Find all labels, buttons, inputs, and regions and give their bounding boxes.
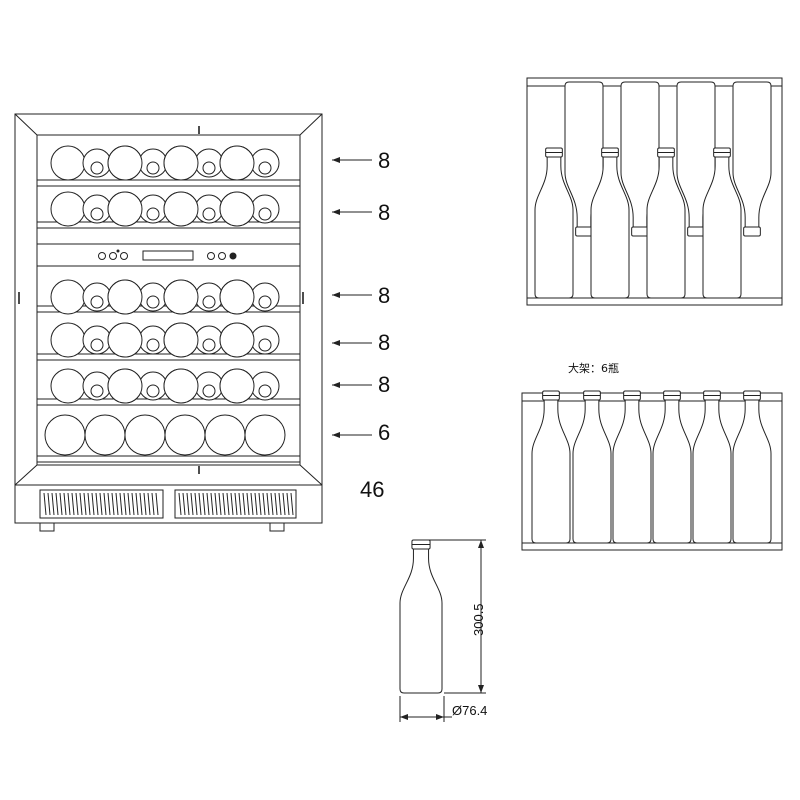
wine-bottle <box>692 390 732 544</box>
wine-bottle <box>590 147 630 299</box>
staggered-shelf-view <box>526 77 783 306</box>
wine-bottle-inverted <box>732 81 772 237</box>
bottle-base <box>50 191 86 227</box>
bottle-height-label: 300.5 <box>471 603 486 636</box>
right-foot <box>269 522 285 532</box>
bottle-base <box>84 414 126 456</box>
bottle-neck-end <box>138 194 168 224</box>
shelf-row <box>36 414 301 463</box>
wine-bottle <box>534 147 574 299</box>
row-count-3: 8 <box>332 283 390 308</box>
row-count-1: 8 <box>332 148 390 173</box>
wine-bottle <box>399 539 443 694</box>
shelf-row <box>36 145 301 187</box>
bottle-neck-end <box>194 194 224 224</box>
bottle-base <box>50 322 86 358</box>
large-shelf-label: 大架：6瓶 <box>568 361 619 375</box>
fridge-front-view <box>14 113 323 532</box>
bottle-neck-end <box>82 325 112 355</box>
bottle-base <box>50 145 86 181</box>
shelf-row <box>36 368 301 406</box>
bottle-dimension-view: 300.5 Ø76.4 <box>399 539 487 722</box>
row-count-label: 6 <box>378 420 390 445</box>
shelf-row <box>36 191 301 229</box>
bottle-neck-end <box>194 371 224 401</box>
bottle-neck-end <box>250 148 280 178</box>
shelves <box>36 145 301 463</box>
bottle-base <box>204 414 246 456</box>
bottle-base <box>44 414 86 456</box>
bottle-neck-end <box>250 194 280 224</box>
bottle-neck-end <box>82 148 112 178</box>
bottle-diameter-label: Ø76.4 <box>452 703 487 718</box>
wine-bottle <box>646 147 686 299</box>
vent-grille <box>39 489 297 519</box>
bottle-neck-end <box>138 325 168 355</box>
row-count-label: 8 <box>378 372 390 397</box>
row-count-annotations: 8 8 8 8 8 6 46 <box>332 148 390 502</box>
shelf-row <box>36 279 301 315</box>
bottle-neck-end <box>194 282 224 312</box>
wine-bottle <box>702 147 742 299</box>
row-count-label: 8 <box>378 330 390 355</box>
wine-bottle <box>531 390 571 544</box>
row-count-6: 6 <box>332 420 390 445</box>
bottle-neck-end <box>250 371 280 401</box>
bottle-neck-end <box>250 325 280 355</box>
bottle-base <box>50 279 86 315</box>
bottle-neck-end <box>194 325 224 355</box>
bottle-neck-end <box>82 371 112 401</box>
bottle-neck-end <box>138 371 168 401</box>
row-count-5: 8 <box>332 372 390 397</box>
bottle-neck-end <box>138 282 168 312</box>
bottle-neck-end <box>194 148 224 178</box>
control-panel <box>36 243 301 267</box>
row-count-2: 8 <box>332 200 390 225</box>
bottle-base <box>164 414 206 456</box>
bottle-base <box>244 414 286 456</box>
bottle-neck-end <box>138 148 168 178</box>
bottle-neck-end <box>82 282 112 312</box>
wine-bottle-inverted <box>676 81 716 237</box>
bottle-neck-end <box>250 282 280 312</box>
bottle-neck-end <box>82 194 112 224</box>
wine-bottle <box>732 390 772 544</box>
wine-bottle-inverted <box>620 81 660 237</box>
row-count-label: 8 <box>378 283 390 308</box>
wine-bottle <box>572 390 612 544</box>
wine-bottle <box>652 390 692 544</box>
row-count-label: 8 <box>378 200 390 225</box>
large-shelf-view: 大架：6瓶 <box>521 361 783 551</box>
left-foot <box>39 522 55 532</box>
row-count-4: 8 <box>332 330 390 355</box>
total-capacity-label: 46 <box>360 477 384 502</box>
bottle-base <box>50 368 86 404</box>
row-count-label: 8 <box>378 148 390 173</box>
wine-bottle <box>612 390 652 544</box>
shelf-row <box>36 322 301 361</box>
bottle-base <box>124 414 166 456</box>
